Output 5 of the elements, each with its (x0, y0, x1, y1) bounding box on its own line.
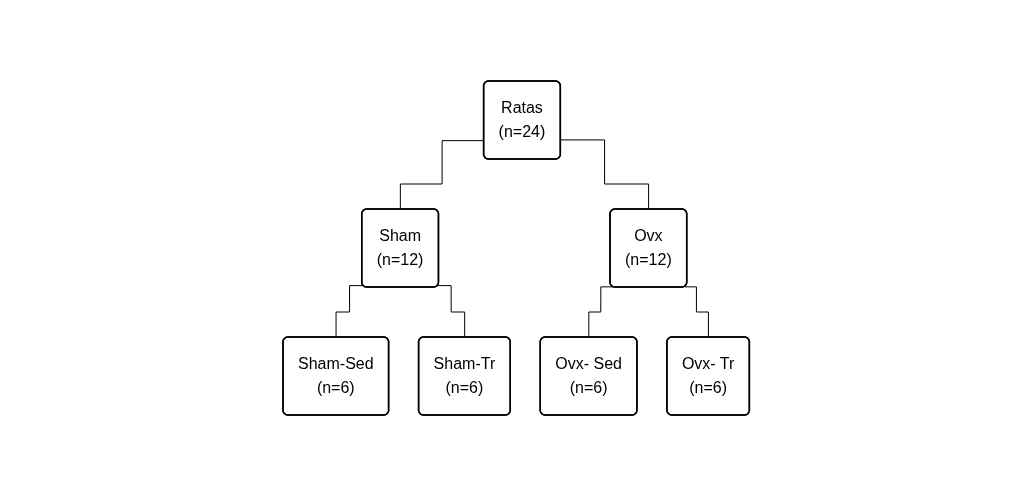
connector (684, 285, 709, 338)
connector (588, 285, 614, 338)
connector (437, 284, 466, 338)
connector (560, 138, 650, 210)
connector (335, 284, 364, 338)
